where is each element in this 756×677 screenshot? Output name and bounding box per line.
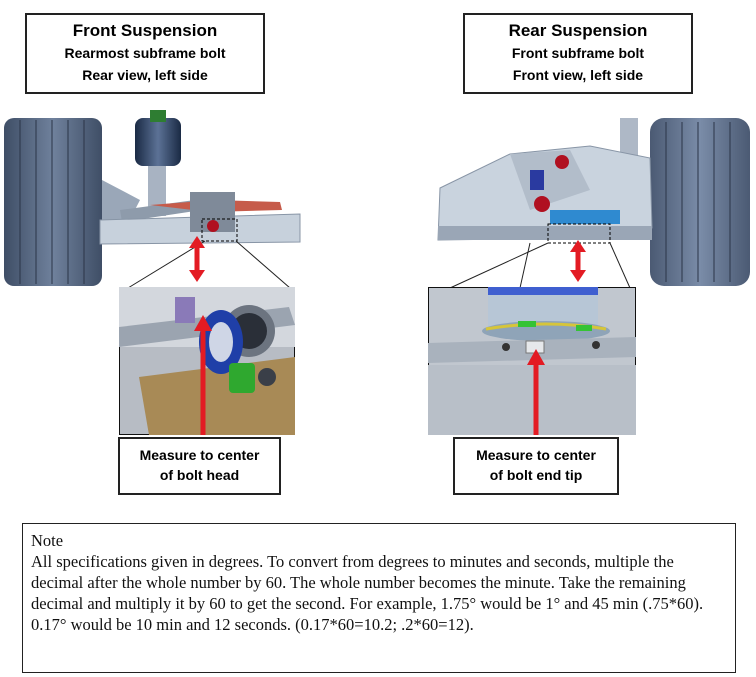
front-callout-line2: of bolt head — [159, 467, 240, 483]
rear-title-box: Rear Suspension Front subframe bolt Fron… — [463, 13, 693, 94]
rear-suspension-illustration — [420, 110, 756, 440]
rear-subtitle-1: Front subframe bolt — [511, 45, 645, 61]
rear-subtitle-2: Front view, left side — [512, 67, 644, 83]
front-title-box: Front Suspension Rearmost subframe bolt … — [25, 13, 265, 94]
front-inset-zoom — [119, 287, 295, 435]
front-subtitle-1: Rearmost subframe bolt — [64, 45, 226, 61]
front-callout-line1: Measure to center — [139, 447, 260, 463]
rear-tire — [650, 118, 750, 286]
front-subtitle-2: Rear view, left side — [82, 67, 208, 83]
front-suspension-illustration — [0, 110, 330, 440]
rear-callout-line1: Measure to center — [476, 447, 596, 463]
note-box: Note All specifications given in degrees… — [22, 523, 736, 673]
note-body: All specifications given in degrees. To … — [31, 552, 704, 634]
rear-callout-line2: of bolt end tip — [489, 467, 583, 483]
front-callout-box: Measure to center of bolt head — [118, 437, 281, 495]
rear-title: Rear Suspension — [508, 21, 648, 40]
note-heading: Note — [31, 531, 64, 550]
rear-inset-zoom — [428, 287, 636, 435]
front-tire — [4, 118, 102, 286]
front-title: Front Suspension — [72, 21, 218, 40]
rear-callout-box: Measure to center of bolt end tip — [453, 437, 619, 495]
